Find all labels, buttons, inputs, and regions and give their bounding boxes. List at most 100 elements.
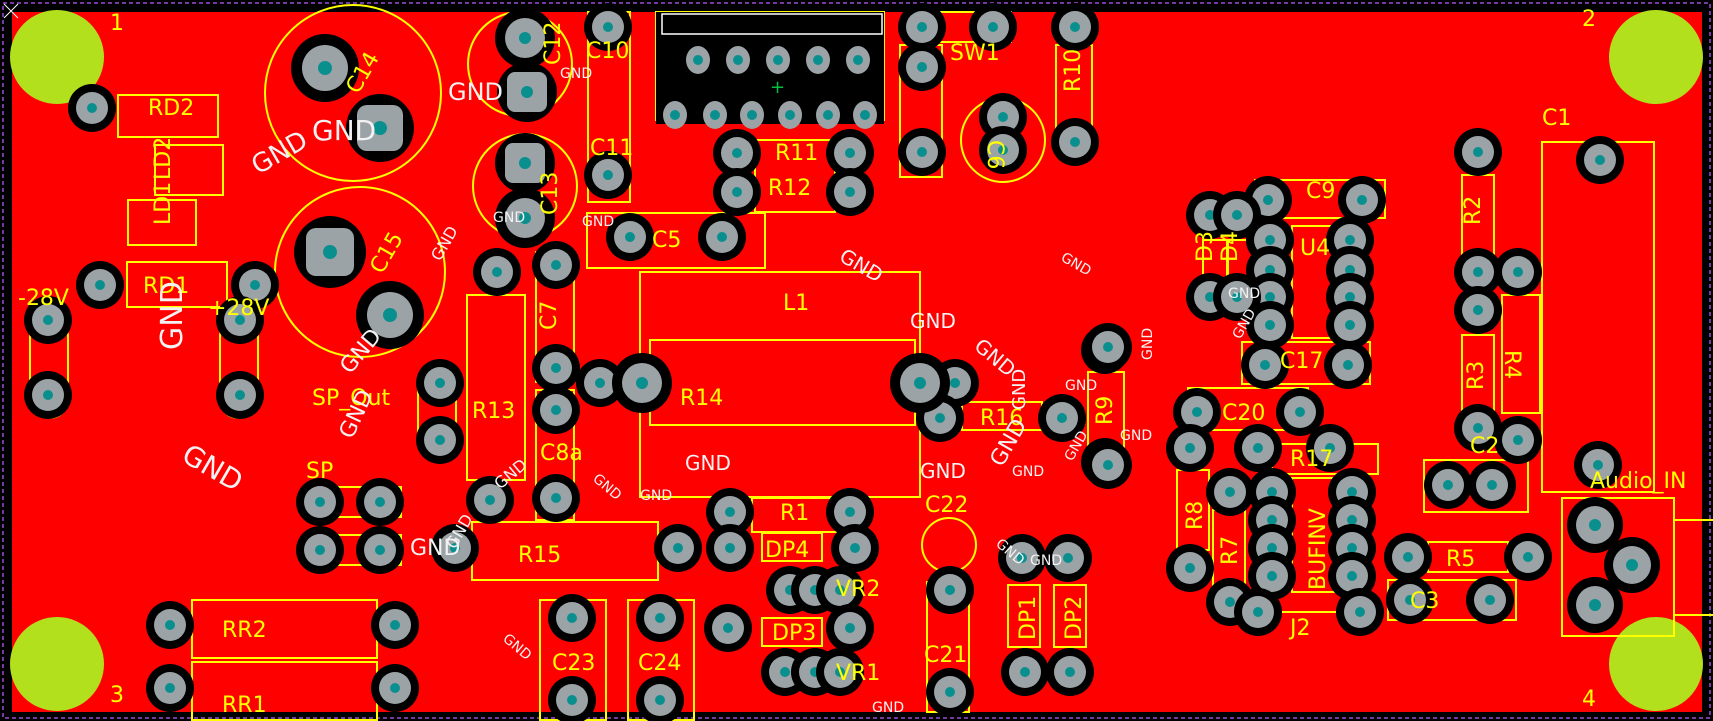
net-label-gnd: GND [1140,328,1156,360]
designator-label: SW1 [950,41,1000,66]
pad [706,524,754,572]
designator-label: C21 [924,643,967,668]
designator-label: C3 [1410,589,1439,614]
net-label-gnd: GND [155,281,190,350]
pad [826,168,874,216]
pad [1424,461,1472,509]
pad [497,62,557,122]
designator-label: R13 [472,399,515,424]
designator-label: RR1 [222,693,267,718]
pad [1466,576,1514,624]
pad [1038,394,1086,442]
net-label-gnd: GND [560,66,592,82]
dp3-outline [761,617,823,647]
rd2-outline [117,94,219,138]
l1-pads [612,353,950,413]
pad [356,281,424,349]
pad [1494,416,1542,464]
pad [713,168,761,216]
c5-outline [586,212,766,269]
pad [998,534,1046,582]
pin [853,101,877,129]
pad [356,526,404,574]
pin [806,46,830,74]
pad [356,478,404,526]
designator-label: C1 [1542,106,1571,131]
pad [68,84,116,132]
designator-label: RD2 [148,96,194,121]
audio-in-outline [1561,497,1675,637]
pad [146,601,194,649]
designator-label: VR1 [836,661,880,686]
pad [1468,461,1516,509]
pad [1454,128,1502,176]
pad [1246,301,1294,349]
designator-label: RD1 [143,274,189,299]
pad [654,524,702,572]
designator-label: R5 [1446,547,1475,572]
pad [495,133,555,193]
designator-label: D3 [1193,231,1218,262]
pin [846,46,870,74]
designator-label: R9 [1093,396,1118,425]
dp4-outline [761,532,823,562]
net-label-gnd: GND [640,488,672,504]
net-label-gnd: GND [920,459,966,483]
c2-outline [1423,459,1529,513]
pad [1241,341,1289,389]
pad [1051,118,1099,166]
pad [698,213,746,261]
net-label-gnd: GND [1030,553,1062,569]
pad [24,296,72,344]
pad [294,216,366,288]
pad [1166,544,1214,592]
pad [816,566,864,614]
pad [1234,424,1282,472]
pad [1044,534,1092,582]
pad [898,128,946,176]
pad [1306,424,1354,472]
pad [548,594,596,642]
pad [1576,136,1624,184]
designator-label: C8a [540,441,583,466]
mount-hole-2 [1609,10,1703,104]
net-label-gnd: GND [872,700,904,716]
designator-label: R17 [1290,447,1333,472]
pad [816,648,864,696]
dp1-outline [1007,584,1041,648]
svg-text:+: + [770,77,785,98]
designator-label: U4 [1300,236,1330,261]
pin [663,101,687,129]
net-label-gnd: GND [410,536,460,561]
pad [1248,552,1296,600]
designator-label: BUFINV [1306,508,1331,590]
corner-label-4: 4 [1582,687,1596,712]
pad [898,43,946,91]
designator-label: C9 [1306,179,1335,204]
pad [926,566,974,614]
designator-label: C24 [638,651,681,676]
pad [1084,441,1132,489]
pad [606,213,654,261]
designator-label: DP4 [765,538,809,563]
pad [1213,191,1261,239]
pad [296,478,344,526]
designator-label: R12 [768,176,811,201]
pad [636,594,684,642]
pin [686,46,710,74]
pad [416,359,464,407]
pad [1001,648,1049,696]
pad [76,261,124,309]
designator-label: D4 [1218,231,1243,262]
pad [532,474,580,522]
designator-label: -28V [18,286,69,311]
pad [1051,3,1099,51]
pad [1494,248,1542,296]
pad [466,476,514,524]
net-label-gnd: GND [1009,369,1030,410]
designator-label: R10 [1061,49,1086,92]
designator-label: R1 [780,501,809,526]
pad [826,604,874,652]
designator-label: DP2 [1062,596,1087,640]
